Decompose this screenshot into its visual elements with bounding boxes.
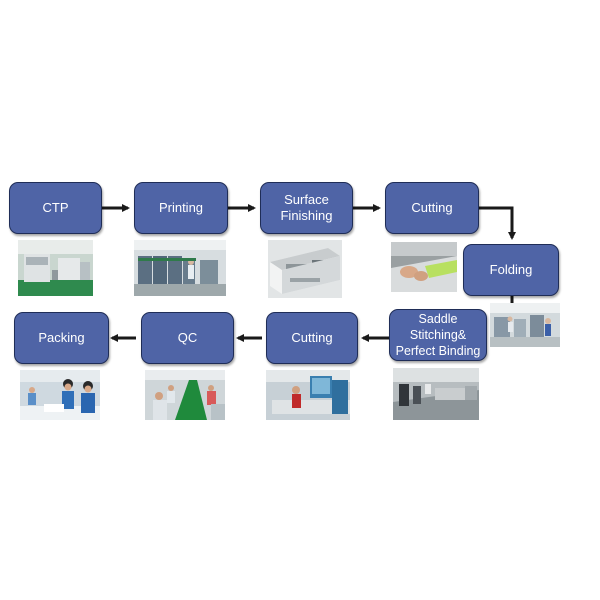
step-label: Folding xyxy=(489,262,533,277)
step-printing: Printing xyxy=(134,182,228,234)
photo-printing-press xyxy=(134,240,226,296)
photo-cutting-machine-2 xyxy=(266,370,350,420)
step-saddle-stitching: Saddle Stitching& Perfect Binding xyxy=(389,309,487,361)
photo-ctp-machine xyxy=(18,240,93,296)
step-label: Printing xyxy=(158,200,204,215)
step-cutting-1: Cutting xyxy=(385,182,479,234)
step-qc: QC xyxy=(141,312,234,364)
step-label: Cutting xyxy=(291,330,333,345)
photo-folding-machine xyxy=(490,303,560,347)
photo-binding-line xyxy=(393,368,479,420)
step-surface-finishing: Surface Finishing xyxy=(260,182,353,234)
step-label: QC xyxy=(177,330,198,345)
photo-cutting-machine-1 xyxy=(391,242,457,292)
step-ctp: CTP xyxy=(9,182,102,234)
step-label: Saddle Stitching& Perfect Binding xyxy=(395,312,481,358)
photo-surface-finishing-machine xyxy=(268,240,342,298)
photo-packing-workers xyxy=(20,370,100,420)
step-label: Packing xyxy=(38,330,85,345)
step-cutting-2: Cutting xyxy=(266,312,358,364)
step-label: Surface Finishing xyxy=(280,192,333,223)
step-packing: Packing xyxy=(14,312,109,364)
step-label: Cutting xyxy=(411,200,453,215)
step-folding: Folding xyxy=(463,244,559,296)
step-label: CTP xyxy=(42,200,69,215)
photo-qc-line xyxy=(145,370,225,420)
arrow-cutting-to-folding xyxy=(479,206,516,240)
